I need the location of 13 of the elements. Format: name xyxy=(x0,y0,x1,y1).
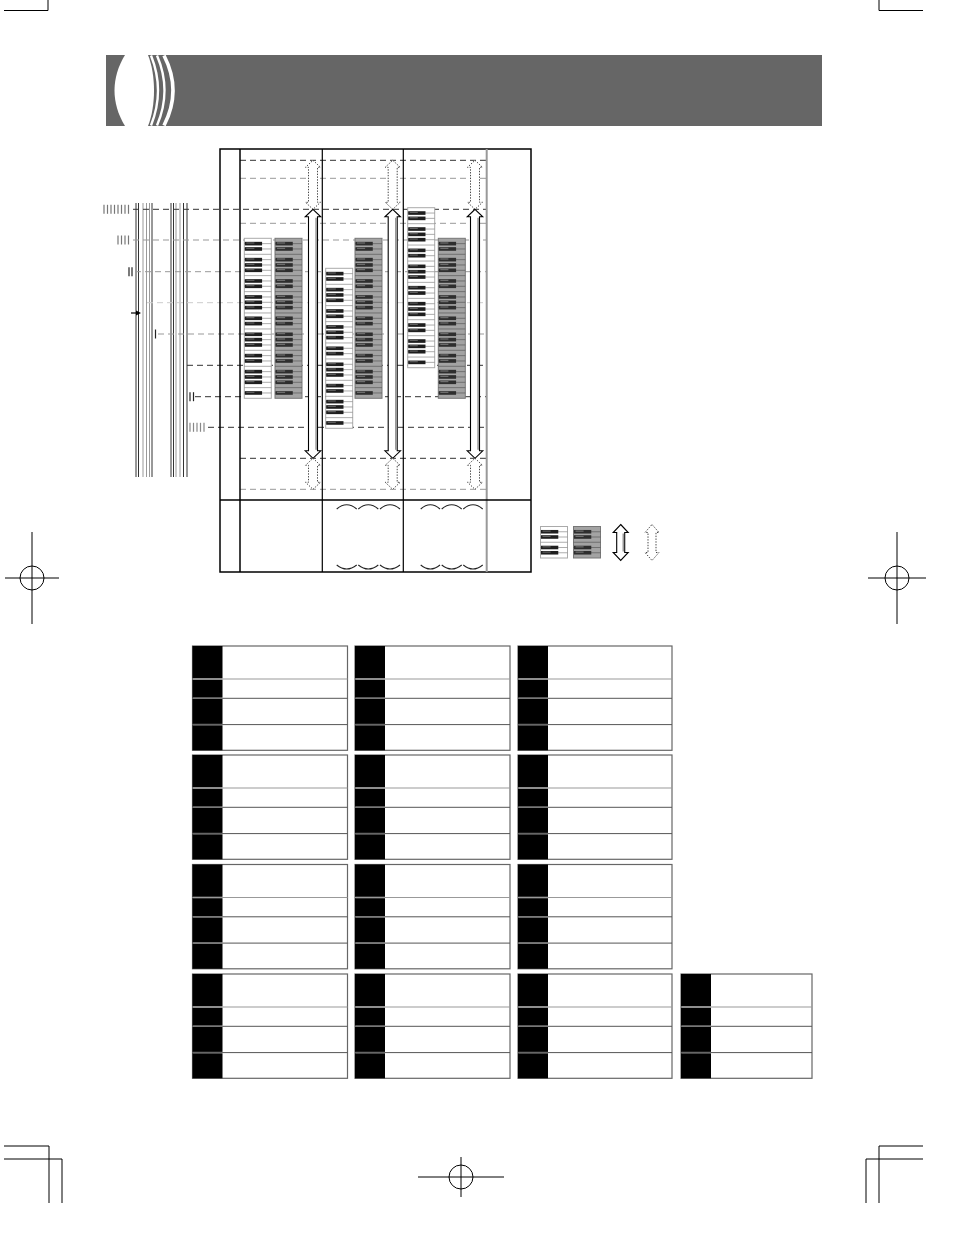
empty-table xyxy=(191,645,349,751)
empty-table xyxy=(517,754,673,860)
empty-table xyxy=(517,645,673,751)
empty-table xyxy=(354,645,511,751)
empty-table xyxy=(680,973,813,1079)
empty-table xyxy=(191,973,349,1079)
empty-table xyxy=(517,973,673,1079)
empty-table xyxy=(191,863,349,970)
empty-table xyxy=(517,863,673,970)
empty-table xyxy=(354,754,511,860)
empty-table xyxy=(354,863,511,970)
empty-table xyxy=(354,973,511,1079)
empty-table xyxy=(191,754,349,860)
